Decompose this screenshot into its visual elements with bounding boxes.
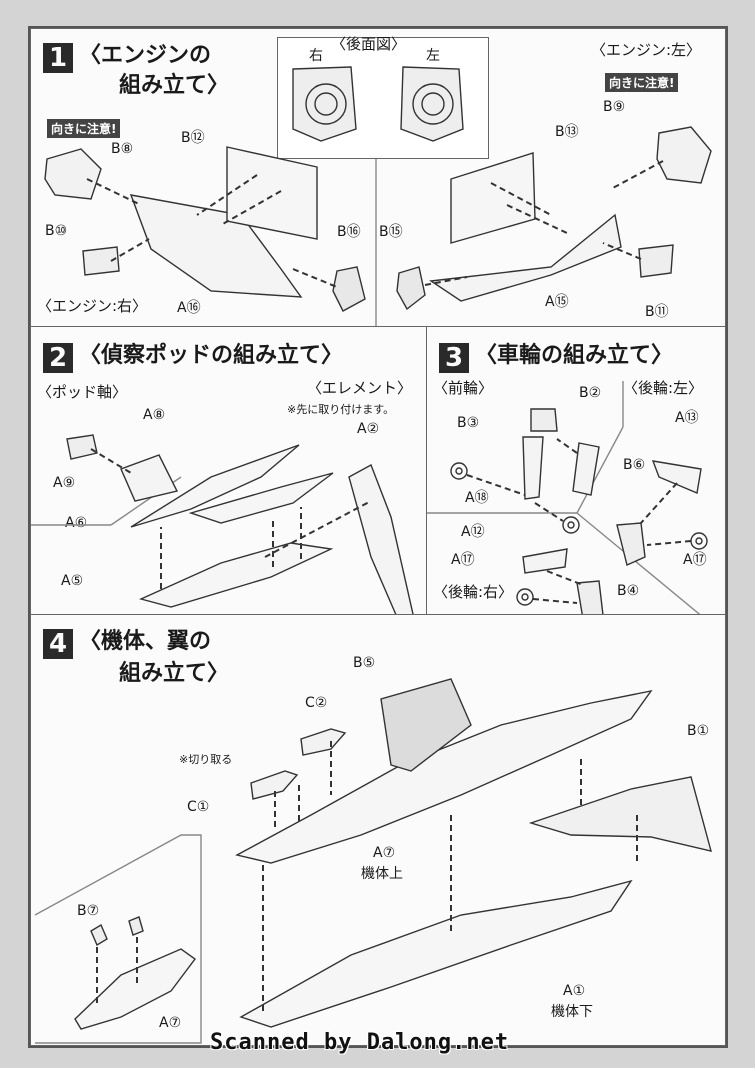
pod-axis-label: 〈ポッド軸〉 xyxy=(37,383,128,401)
part-label: A⑮ xyxy=(545,294,569,310)
part-label: B⑫ xyxy=(181,130,205,146)
part-label: B⑮ xyxy=(379,224,403,240)
engine-left-label: 〈エンジン:左〉 xyxy=(591,41,702,59)
part-label: B⑧ xyxy=(111,141,134,157)
part-label: A⑬ xyxy=(675,410,699,426)
step4-panel: 4 〈機体、翼の 組み立て〉 ※切り取る B⑤ C② B① C① A⑦ 機体上 … xyxy=(30,614,726,1046)
part-label: A⑰ xyxy=(451,552,475,568)
step1-diagram xyxy=(44,66,712,327)
part-label: A⑰ xyxy=(683,552,707,568)
warn-right-badge: 向きに注意! xyxy=(605,73,679,92)
cut-note: ※切り取る xyxy=(179,753,233,766)
step1-panel: 1 〈エンジンの 組み立て〉 〈後面図〉 右 左 〈エンジン:左〉 〈エンジン:… xyxy=(30,28,726,328)
part-label: C① xyxy=(187,799,210,815)
rear-right-wheel-label: 〈後輪:右〉 xyxy=(433,583,514,601)
part-label: B① xyxy=(687,723,710,739)
element-note: ※先に取り付けます。 xyxy=(287,403,395,416)
part-label: A⑨ xyxy=(53,475,76,491)
instruction-sheet: 1 〈エンジンの 組み立て〉 〈後面図〉 右 左 〈エンジン:左〉 〈エンジン:… xyxy=(28,26,728,1048)
part-label: B⑩ xyxy=(45,223,68,239)
step4-number: 4 xyxy=(43,629,73,659)
step2-title: 〈偵察ポッドの組み立て〉 xyxy=(79,343,344,368)
lower-body-label: 機体下 xyxy=(551,1004,593,1020)
step2-panel: 2 〈偵察ポッドの組み立て〉 〈ポッド軸〉 〈エレメント〉 ※先に取り付けます。… xyxy=(30,326,428,617)
step1-title-line1: 〈エンジンの xyxy=(79,43,212,68)
part-label: B⑬ xyxy=(555,124,579,140)
part-label: A⑦ xyxy=(373,845,396,861)
step3-diagram xyxy=(427,381,708,617)
step2-diagram xyxy=(31,434,415,617)
part-label: B⑪ xyxy=(645,304,669,320)
part-label: A⑧ xyxy=(143,407,166,423)
part-label: B③ xyxy=(457,415,480,431)
rear-view-right: 右 xyxy=(309,48,323,64)
rear-left-wheel-label: 〈後輪:左〉 xyxy=(623,379,704,397)
part-label: A① xyxy=(563,983,586,999)
part-label: A⑤ xyxy=(61,573,84,589)
engine-right-label: 〈エンジン:右〉 xyxy=(37,297,148,315)
part-label: A⑱ xyxy=(465,490,489,506)
rear-view-left: 左 xyxy=(426,48,440,64)
part-label: B⑥ xyxy=(623,457,646,473)
part-label: B⑯ xyxy=(337,224,361,240)
step1-number: 1 xyxy=(43,43,73,73)
part-label: B⑦ xyxy=(77,903,100,919)
rear-view-title: 〈後面図〉 xyxy=(331,35,407,53)
step1-title-line2: 組み立て〉 xyxy=(119,73,230,98)
warn-left-badge: 向きに注意! xyxy=(47,119,121,138)
step3-panel: 3 〈車輪の組み立て〉 〈前輪〉 〈後輪:左〉 〈後輪:右〉 B② B③ A⑬ … xyxy=(426,326,726,617)
part-label: A⑫ xyxy=(461,524,485,540)
part-label: A⑥ xyxy=(65,515,88,531)
step4-title-line2: 組み立て〉 xyxy=(119,661,230,686)
part-label: A⑦ xyxy=(159,1015,182,1031)
part-label: B② xyxy=(579,385,602,401)
part-label: C② xyxy=(305,695,328,711)
part-label: B④ xyxy=(617,583,640,599)
part-label: A⑯ xyxy=(177,300,201,316)
step3-title: 〈車輪の組み立て〉 xyxy=(475,343,674,368)
element-label: 〈エレメント〉 xyxy=(307,379,413,397)
step4-title-line1: 〈機体、翼の xyxy=(79,629,212,654)
step4-diagram xyxy=(34,678,712,1044)
part-label: B⑤ xyxy=(353,655,376,671)
upper-body-label: 機体上 xyxy=(361,866,403,882)
part-label: B⑨ xyxy=(603,99,626,115)
step2-number: 2 xyxy=(43,343,73,373)
scanner-credit: Scanned by Dalong.net xyxy=(210,1030,510,1055)
part-label: A② xyxy=(357,421,380,437)
front-wheel-label: 〈前輪〉 xyxy=(433,379,494,397)
step3-number: 3 xyxy=(439,343,469,373)
